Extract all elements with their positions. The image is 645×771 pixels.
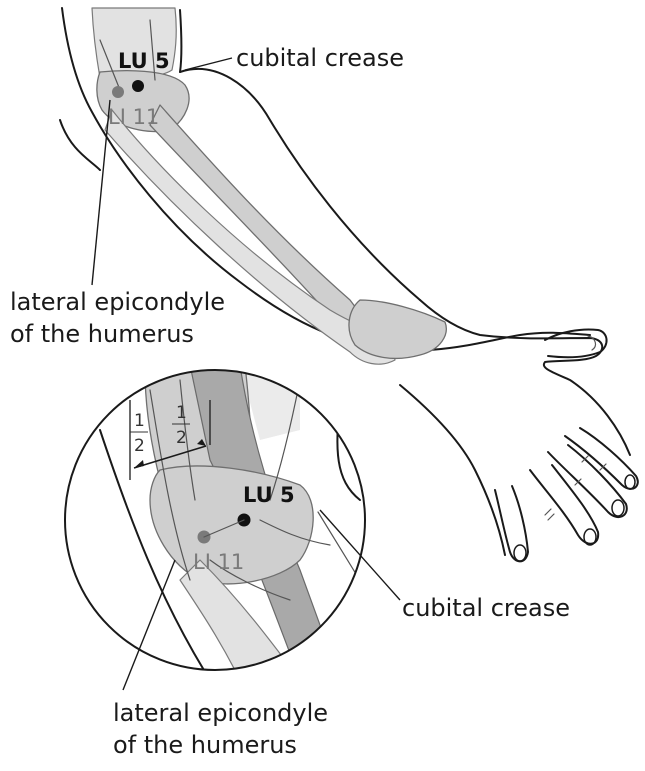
- li11-label-top: LI 11: [108, 105, 159, 129]
- fraction-left-numerator: 1: [134, 411, 145, 431]
- nail-little: [625, 475, 635, 489]
- li11-point-top: [112, 86, 124, 98]
- nail-index: [514, 545, 526, 561]
- lateral-epicondyle-label-inset-line1: lateral epicondyle: [113, 699, 328, 727]
- nail-middle: [584, 529, 596, 545]
- fraction-left-denominator: 2: [134, 436, 145, 456]
- li11-label-inset: LI 11: [193, 550, 244, 574]
- lu5-label-inset: LU 5: [243, 483, 295, 507]
- lateral-epicondyle-label-top-line2: of the humerus: [10, 320, 194, 348]
- lu5-point-top: [132, 80, 144, 92]
- finger-creases: [545, 456, 606, 520]
- lu5-label-top: LU 5: [118, 49, 170, 73]
- lateral-epicondyle-label-inset-line2: of the humerus: [113, 731, 297, 759]
- cubital-crease-label-top: cubital crease: [236, 44, 404, 72]
- lateral-epicondyle-label-top-line1: lateral epicondyle: [10, 288, 225, 316]
- cubital-crease-label-inset: cubital crease: [402, 594, 570, 622]
- cubital-crease-leader-top: [185, 58, 232, 70]
- inset-detail: [60, 365, 372, 680]
- nail-ring: [612, 500, 624, 516]
- upper-arm-edge: [180, 10, 182, 72]
- finger-index: [495, 486, 528, 561]
- fraction-right-numerator: 1: [176, 403, 187, 423]
- finger-middle: [530, 465, 598, 544]
- forearm-outline-under: [60, 120, 100, 170]
- fraction-right-denominator: 2: [176, 428, 187, 448]
